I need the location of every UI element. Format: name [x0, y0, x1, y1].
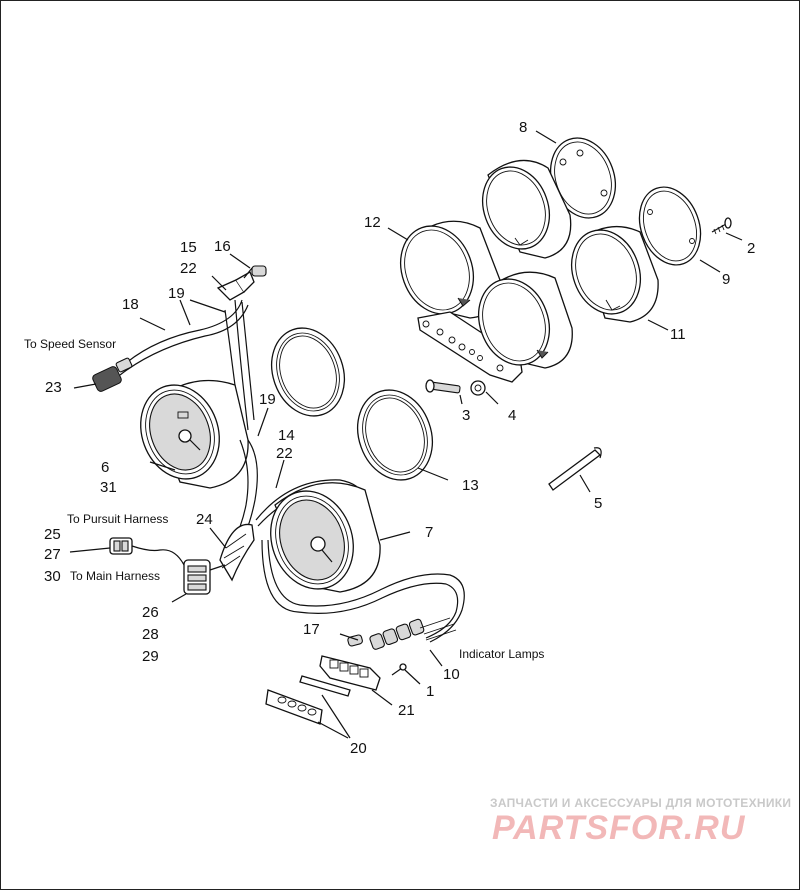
part-17-bulb	[347, 634, 363, 647]
callout-25: 25	[44, 526, 61, 543]
callout-28: 28	[142, 626, 159, 643]
callout-31: 31	[100, 479, 117, 496]
label-to-speed-sensor: To Speed Sensor	[24, 337, 116, 351]
part-2-screw	[711, 217, 732, 235]
part-11-gauge-cup	[571, 226, 659, 323]
callout-22-upper: 22	[180, 260, 197, 277]
watermark-brand: PARTSFOR.RU	[492, 809, 746, 847]
label-to-main-harness: To Main Harness	[70, 569, 160, 583]
callout-24: 24	[196, 511, 213, 528]
callout-9: 9	[722, 271, 730, 288]
callout-19-upper: 19	[168, 285, 185, 302]
callout-5: 5	[594, 495, 602, 512]
wire-harness-speed-sensor	[92, 271, 255, 431]
gauge-cup-center	[478, 271, 573, 369]
callout-22-lower: 22	[276, 445, 293, 462]
callout-2: 2	[747, 240, 755, 257]
callout-21: 21	[398, 702, 415, 719]
gauge-cup-upper	[482, 159, 572, 259]
callout-17: 17	[303, 621, 320, 638]
callout-6: 6	[101, 459, 109, 476]
part-1-screw	[391, 663, 407, 676]
callout-16: 16	[214, 238, 231, 255]
watermark: ЗАПЧАСТИ И АКСЕССУАРЫ ДЛЯ МОТОТЕХНИКИ PA…	[490, 796, 791, 847]
leader-lines	[69, 130, 743, 739]
label-indicator-lamps: Indicator Lamps	[459, 647, 544, 661]
part-3-screw	[425, 379, 461, 394]
callout-26: 26	[142, 604, 159, 621]
callout-8: 8	[519, 119, 527, 136]
callout-27: 27	[44, 546, 61, 563]
part-12-gauge-cup	[400, 220, 501, 319]
callout-numbers: 8 2 9 11 12 3 4 5 13 7 10 1 21 20 17 6 3…	[44, 119, 755, 757]
callout-15: 15	[180, 239, 197, 256]
part-20-indicator-lens-strip	[265, 675, 351, 725]
part-10-indicator-lamp-sockets	[369, 617, 457, 650]
label-to-pursuit-harness: To Pursuit Harness	[67, 512, 168, 526]
part-4-washer	[470, 380, 486, 396]
part-21-lamp-housing	[319, 655, 381, 691]
callout-14: 14	[278, 427, 295, 444]
callout-10: 10	[443, 666, 460, 683]
part-9-gasket	[638, 186, 702, 266]
callout-4: 4	[508, 407, 516, 424]
callout-13: 13	[462, 477, 479, 494]
trim-ring-upper	[271, 327, 345, 417]
part-5-cable-tie	[548, 447, 602, 491]
callout-29: 29	[142, 648, 159, 665]
callout-30: 30	[44, 568, 61, 585]
watermark-tagline: ЗАПЧАСТИ И АКСЕССУАРЫ ДЛЯ МОТОТЕХНИКИ	[490, 796, 791, 810]
part-6-speedometer	[140, 379, 249, 489]
callout-20: 20	[350, 740, 367, 757]
callout-7: 7	[425, 524, 433, 541]
callout-3: 3	[462, 407, 470, 424]
callout-12: 12	[364, 214, 381, 231]
part-13-trim-ring	[357, 389, 433, 481]
callout-1: 1	[426, 683, 434, 700]
callout-23: 23	[45, 379, 62, 396]
part-7-tachometer	[270, 482, 381, 593]
callout-11: 11	[670, 326, 686, 343]
gauge-mounting-bracket	[417, 311, 523, 383]
text-labels: To Speed Sensor To Pursuit Harness To Ma…	[24, 337, 544, 661]
part-16-bulb-socket	[243, 265, 267, 279]
callout-19-lower: 19	[259, 391, 276, 408]
callout-18: 18	[122, 296, 139, 313]
